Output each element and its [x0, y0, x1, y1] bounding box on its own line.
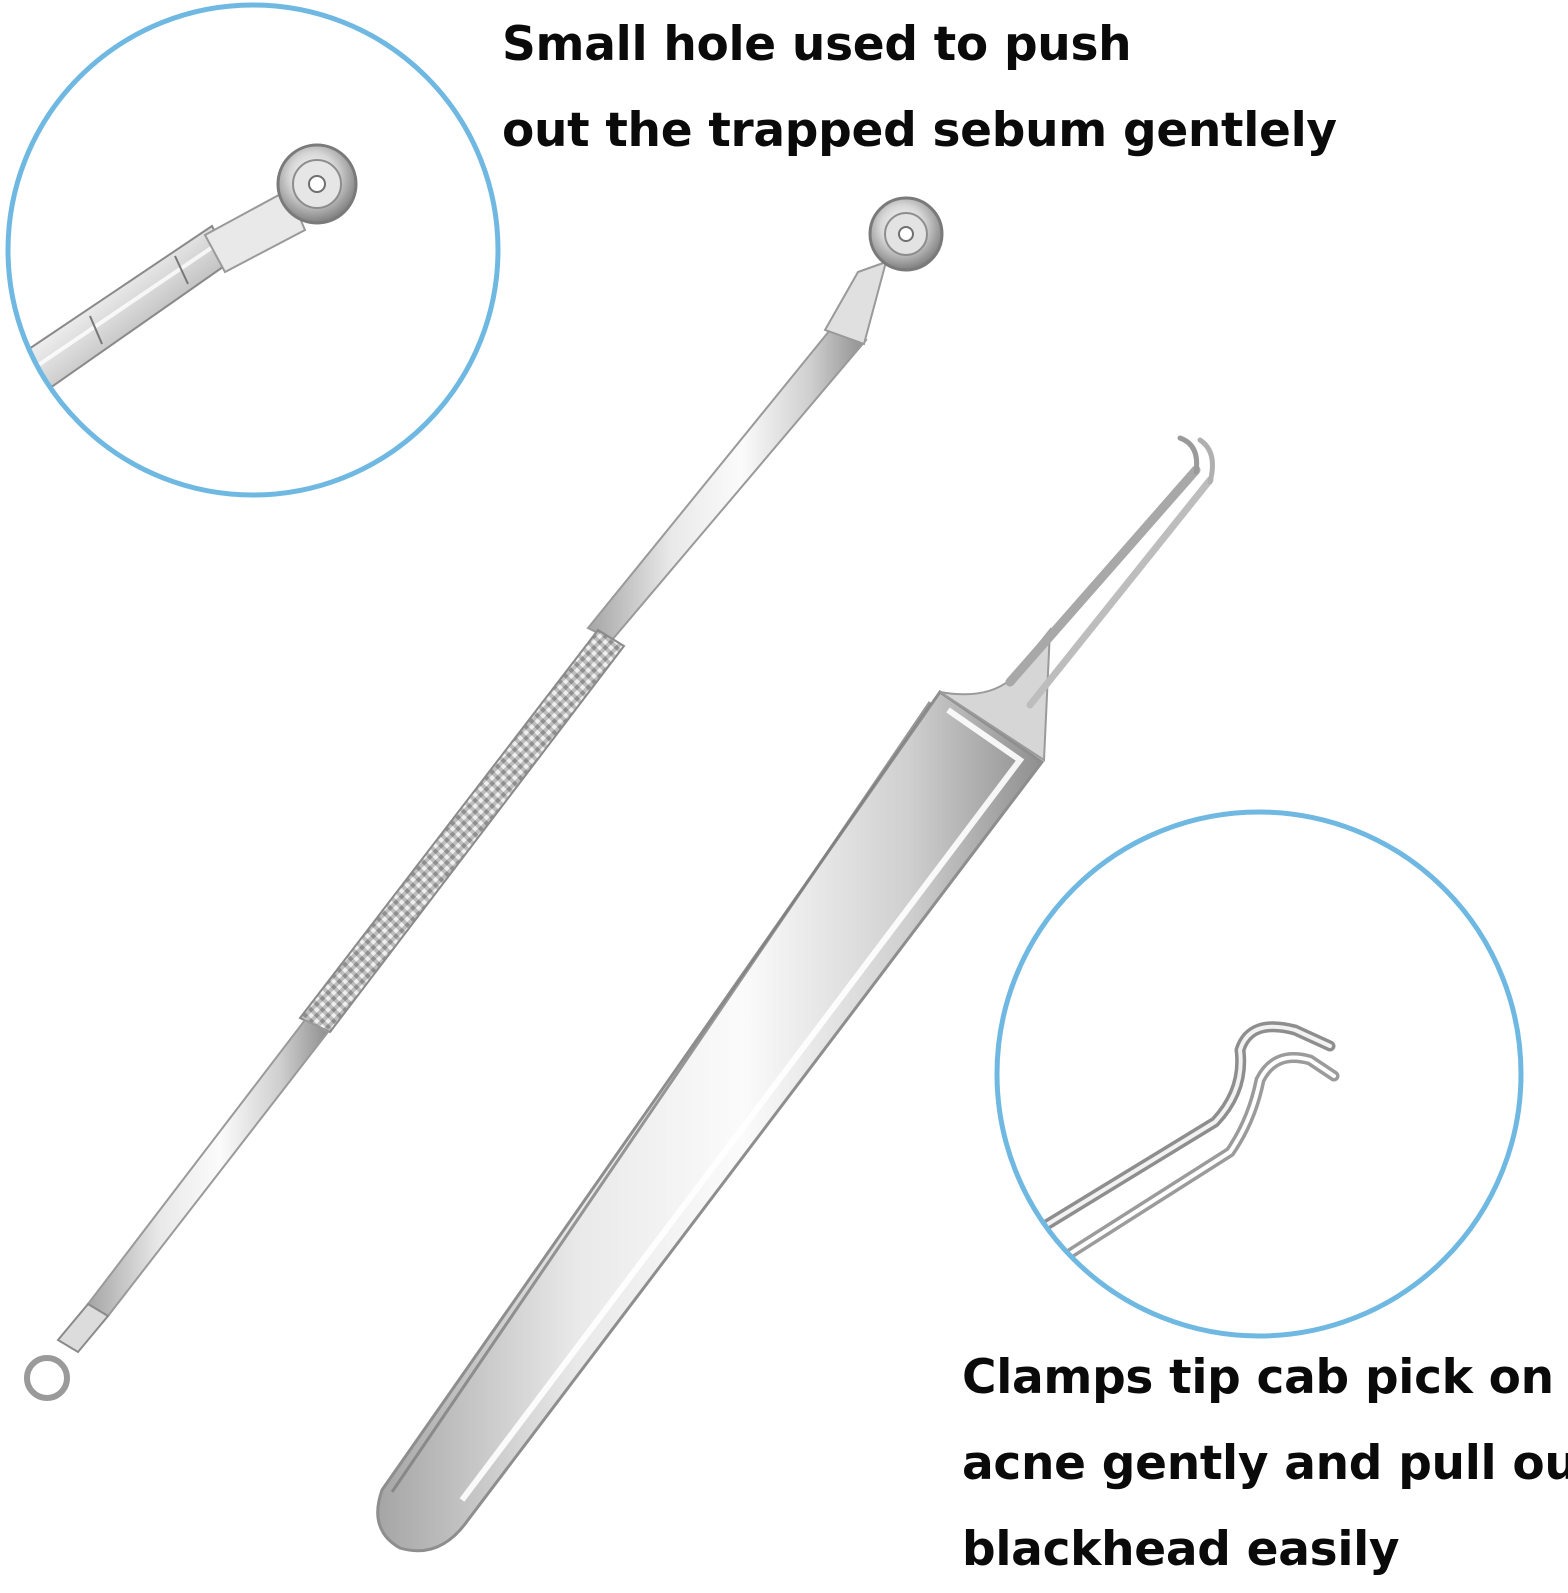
caption-top-line-2: out the trapped sebum gentlely — [502, 103, 1337, 158]
zoomed-loop-head — [276, 143, 358, 225]
zoomed-rod — [18, 188, 307, 397]
caption-small-hole: Small hole used to push out the trapped … — [502, 2, 1337, 174]
tool-ring-loop — [24, 1355, 70, 1401]
zoom-circle-loop-detail — [5, 2, 501, 498]
caption-top-line-1: Small hole used to push — [502, 17, 1132, 72]
extractor-tool — [24, 196, 944, 1401]
caption-bottom-line-3: blackhead easily — [962, 1522, 1400, 1577]
caption-bottom-line-1: Clamps tip cab pick on — [962, 1350, 1554, 1405]
caption-clamps-tip: Clamps tip cab pick on acne gently and p… — [962, 1335, 1568, 1593]
tweezer-tool — [376, 435, 1215, 1553]
zoom-circle-hook-detail — [994, 809, 1524, 1339]
zoomed-hook-tips — [1024, 1021, 1340, 1266]
tool-loop-head — [868, 196, 944, 272]
caption-bottom-line-2: acne gently and pull out — [962, 1436, 1568, 1491]
